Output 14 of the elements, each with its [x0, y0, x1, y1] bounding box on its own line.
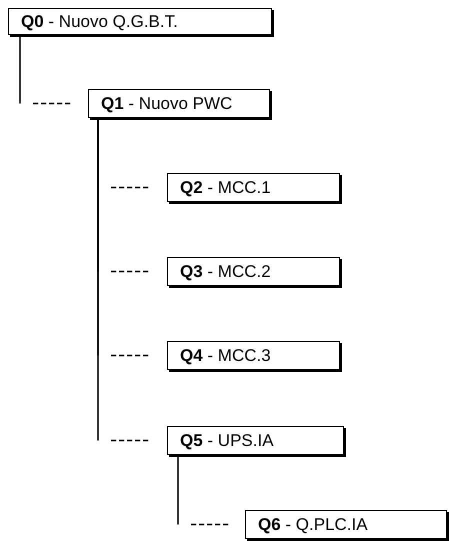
- panel-label: Q2 - MCC.1: [180, 178, 271, 198]
- panel-box: [167, 257, 340, 286]
- panel-box: [167, 426, 344, 455]
- panel-label: Q1 - Nuovo PWC: [101, 94, 232, 114]
- panel-label: Q0 - Nuovo Q.G.B.T.: [21, 12, 178, 32]
- panel-label: Q5 - UPS.IA: [180, 430, 274, 450]
- panel-label: Q6 - Q.PLC.IA: [258, 514, 368, 534]
- panel-box: [8, 8, 272, 35]
- panel-box: [167, 173, 340, 202]
- panel-box: [88, 89, 270, 118]
- panel-box: [167, 341, 340, 370]
- panel-label: Q4 - MCC.3: [180, 346, 271, 366]
- panel-box: [245, 510, 447, 539]
- panel-label: Q3 - MCC.2: [180, 262, 271, 282]
